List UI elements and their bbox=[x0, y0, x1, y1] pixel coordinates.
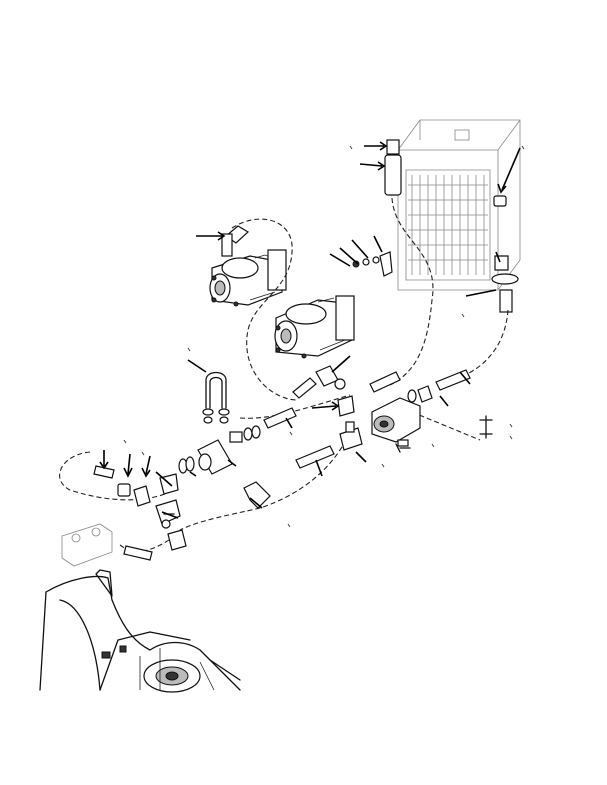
screw-set bbox=[395, 443, 411, 453]
fitting-icon bbox=[178, 456, 195, 474]
radiator-outlet-fitting bbox=[491, 255, 519, 313]
hose-segment bbox=[295, 445, 335, 469]
coupler bbox=[197, 439, 233, 475]
fitting-icon bbox=[117, 483, 131, 497]
hose-segment bbox=[123, 545, 153, 561]
radiator-icon bbox=[397, 119, 521, 291]
fitting-icon bbox=[407, 385, 433, 403]
fitting-icon bbox=[337, 395, 355, 417]
radiator-top-fitting bbox=[384, 139, 402, 196]
elbow-fitting bbox=[167, 529, 187, 551]
radiator-drain-fitting bbox=[493, 195, 507, 207]
axle-housing-icon bbox=[39, 569, 241, 693]
fitting-icon bbox=[315, 365, 346, 390]
fitting-icon bbox=[133, 485, 151, 507]
hose-segment bbox=[292, 377, 317, 399]
callout-arrow-icon bbox=[99, 141, 521, 519]
screw-set bbox=[479, 415, 493, 439]
fitting-icon bbox=[229, 425, 261, 443]
callout-marker bbox=[123, 145, 525, 528]
hose-segment bbox=[263, 407, 297, 429]
bracket bbox=[243, 481, 271, 509]
hose-segment bbox=[93, 465, 115, 479]
top-pump-elbow-fitting bbox=[221, 225, 249, 257]
hose-segment bbox=[435, 369, 471, 391]
hose-icon bbox=[59, 197, 509, 552]
gear-pump bbox=[371, 397, 421, 447]
mounting-bracket bbox=[61, 523, 113, 567]
screw-set bbox=[352, 251, 393, 277]
u-bolt-clamp bbox=[202, 371, 230, 424]
hydraulic-pump-icon bbox=[209, 249, 287, 307]
tee-fitting bbox=[155, 499, 181, 529]
hose-segment bbox=[369, 371, 401, 393]
tee-fitting bbox=[339, 421, 363, 451]
hydraulic-pump-icon bbox=[274, 295, 355, 359]
